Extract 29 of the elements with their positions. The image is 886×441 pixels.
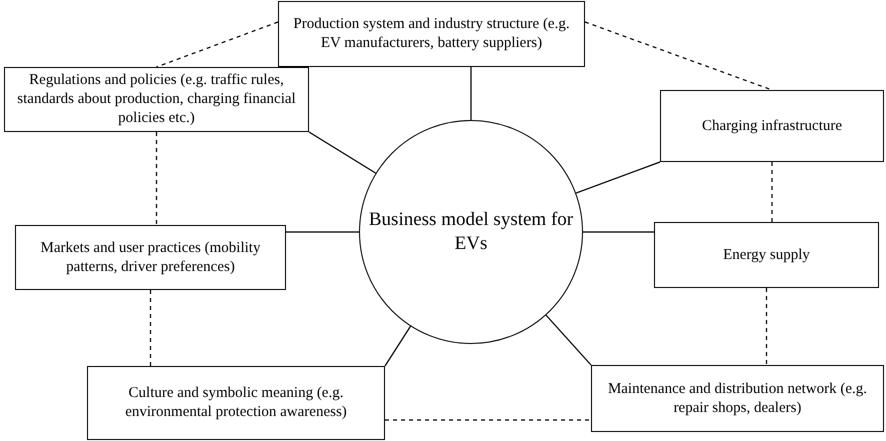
node-label: Energy supply [723,246,810,264]
connector-line [470,67,472,120]
dashed-connector [156,132,158,225]
dashed-connector [156,21,278,68]
dashed-connector [766,288,768,365]
connector-line [308,131,376,174]
node-label: Markets and user practices (mobility patterns, driver preferences) [40,238,262,276]
text-box [4,67,309,132]
text-box [15,225,286,290]
dashed-connector [385,419,591,421]
node-label: Business model system for EVs [368,208,574,256]
dashed-connector [150,290,152,366]
connector-line [384,326,412,366]
text-box [660,90,884,162]
text-box [87,366,385,440]
text-box [278,1,585,67]
connector-line [546,314,592,366]
connector-line [583,231,654,233]
text-box [654,222,879,288]
node-label: Production system and industry structure (e.g. EV manufacturers, battery suppliers) [292,15,571,53]
node-label: Regulations and policies (e.g. traffic rules, standards about production, charging financial policies etc.) [16,71,297,128]
dashed-connector [584,21,772,91]
node-label: Charging infrastructure [702,116,842,136]
node-label: Maintenance and distribution network (e.g. repair shops, dealers) [606,380,868,418]
connector-line [286,231,359,233]
text-box [591,365,884,432]
connector-line [576,161,660,194]
node-label: Culture and symbolic meaning (e.g. environmental protection awareness) [124,384,348,422]
dashed-connector [771,162,773,222]
